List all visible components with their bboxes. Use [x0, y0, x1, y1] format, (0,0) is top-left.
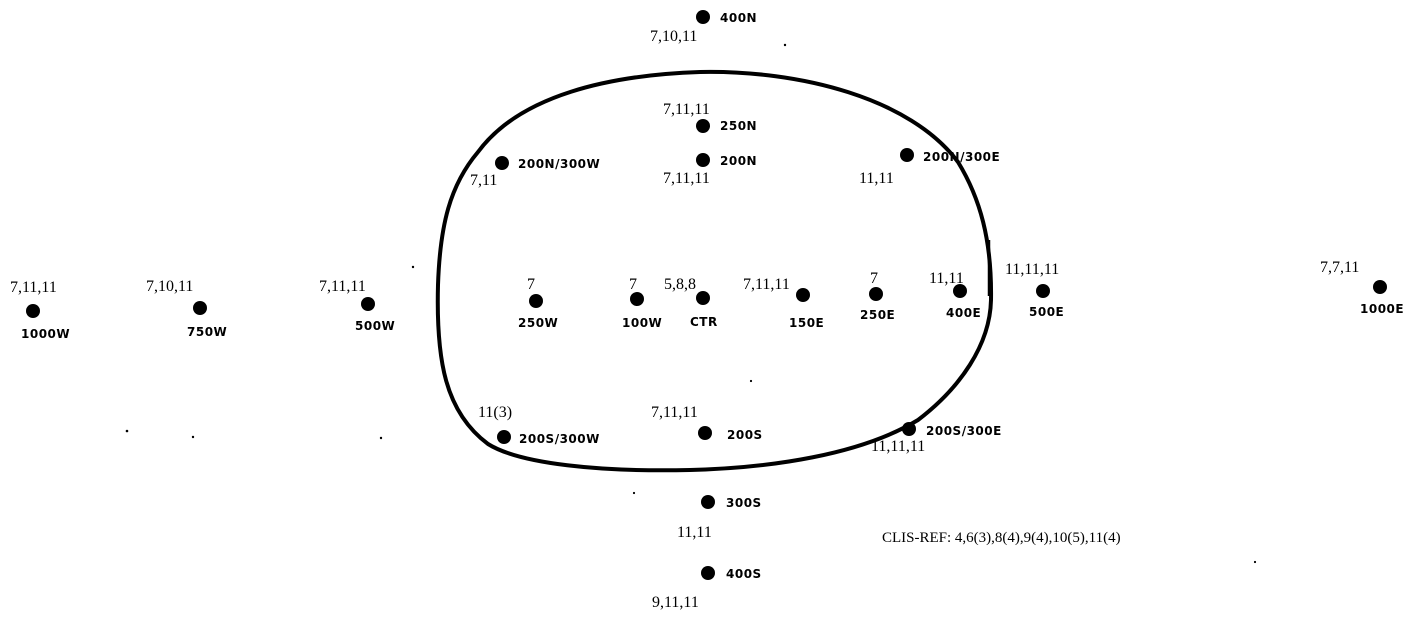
station-codes: 11,11,11 [871, 438, 925, 455]
station-750w: 7,10,11 750W [146, 278, 227, 339]
station-name: 200N/300E [923, 150, 1000, 164]
station-200s: 7,11,11 200S [651, 404, 763, 442]
station-marker [696, 153, 710, 167]
station-marker [701, 495, 715, 509]
station-codes: 7,10,11 [146, 278, 193, 295]
station-codes: 11,11 [929, 270, 964, 287]
station-marker [902, 422, 916, 436]
station-name: 250N [720, 119, 757, 133]
station-marker [497, 430, 511, 444]
station-200n-300w: 200N/300W 7,11 [470, 156, 600, 189]
station-name: CTR [690, 315, 718, 329]
station-name: 300S [726, 496, 762, 510]
station-name: 200N/300W [518, 157, 600, 171]
station-400s: 400S 9,11,11 [652, 566, 762, 611]
station-codes: 7,7,11 [1320, 259, 1359, 276]
station-250w: 7 250W [518, 276, 558, 330]
station-marker [701, 566, 715, 580]
station-marker [26, 304, 40, 318]
station-400n: 400N 7,10,11 [650, 10, 757, 45]
station-200s-300e: 200S/300E 11,11,11 [871, 422, 1002, 455]
station-codes: 7,11,11 [663, 170, 710, 187]
station-codes: 7,11,11 [743, 276, 790, 293]
station-codes: 11,11,11 [1005, 261, 1059, 278]
station-codes: 5,8,8 [664, 276, 696, 293]
station-codes: 11,11 [859, 170, 894, 187]
station-250e: 7 250E [860, 270, 895, 322]
station-name: 200N [720, 154, 757, 168]
station-codes: 7,11,11 [663, 101, 710, 118]
station-name: 400S [726, 567, 762, 581]
station-name: 1000W [21, 327, 70, 341]
station-marker [495, 156, 509, 170]
station-name: 200S/300E [926, 424, 1002, 438]
station-name: 100W [622, 316, 662, 330]
station-name: 500E [1029, 305, 1064, 319]
station-marker [900, 148, 914, 162]
station-marker [698, 426, 712, 440]
station-500e: 11,11,11 500E [1005, 261, 1064, 319]
station-200n: 200N 7,11,11 [663, 153, 757, 187]
reference-note: CLIS-REF: 4,6(3),8(4),9(4),10(5),11(4) [882, 530, 1121, 546]
station-name: 250W [518, 316, 558, 330]
station-500w: 7,11,11 500W [319, 278, 395, 333]
station-codes: 7,11,11 [651, 404, 698, 421]
boundary-outline [435, 69, 994, 473]
station-codes: 7,11,11 [10, 279, 57, 296]
station-name: 1000E [1360, 302, 1404, 316]
station-marker [953, 284, 967, 298]
station-marker [630, 292, 644, 306]
station-name: 200S [727, 428, 763, 442]
station-marker [796, 288, 810, 302]
station-name: 500W [355, 319, 395, 333]
station-codes: 7 [870, 270, 878, 287]
station-marker [361, 297, 375, 311]
station-marker [193, 301, 207, 315]
station-name: 150E [789, 316, 824, 330]
station-marker [696, 291, 710, 305]
station-codes: 11,11 [677, 524, 712, 541]
station-codes: 7,11,11 [319, 278, 366, 295]
station-name: 250E [860, 308, 895, 322]
station-codes: 7,11 [470, 172, 497, 189]
station-codes: 11(3) [478, 404, 512, 421]
station-name: 400E [946, 306, 981, 320]
station-marker [696, 119, 710, 133]
station-400e: 11,11 400E [929, 270, 981, 320]
station-1000w: 7,11,11 1000W [10, 279, 70, 341]
station-name: 400N [720, 11, 757, 25]
station-300s: 300S 11,11 [677, 495, 762, 541]
station-codes: 7,10,11 [650, 28, 697, 45]
station-marker [529, 294, 543, 308]
station-marker [1373, 280, 1387, 294]
station-ctr: 5,8,8 CTR [664, 276, 718, 329]
station-200s-300w: 11(3) 200S/300W [478, 404, 600, 446]
station-codes: 9,11,11 [652, 594, 699, 611]
station-1000e: 7,7,11 1000E [1320, 259, 1404, 316]
scan-specks [125, 43, 1257, 564]
station-marker [696, 10, 710, 24]
station-marker [869, 287, 883, 301]
station-150e: 7,11,11 150E [743, 276, 824, 330]
station-100w: 7 100W [622, 276, 662, 330]
station-name: 750W [187, 325, 227, 339]
station-name: 200S/300W [519, 432, 600, 446]
station-codes: 7 [629, 276, 637, 293]
station-codes: 7 [527, 276, 535, 293]
station-250n: 7,11,11 250N [663, 101, 757, 133]
station-marker [1036, 284, 1050, 298]
station-200n-300e: 200N/300E 11,11 [859, 148, 1000, 187]
